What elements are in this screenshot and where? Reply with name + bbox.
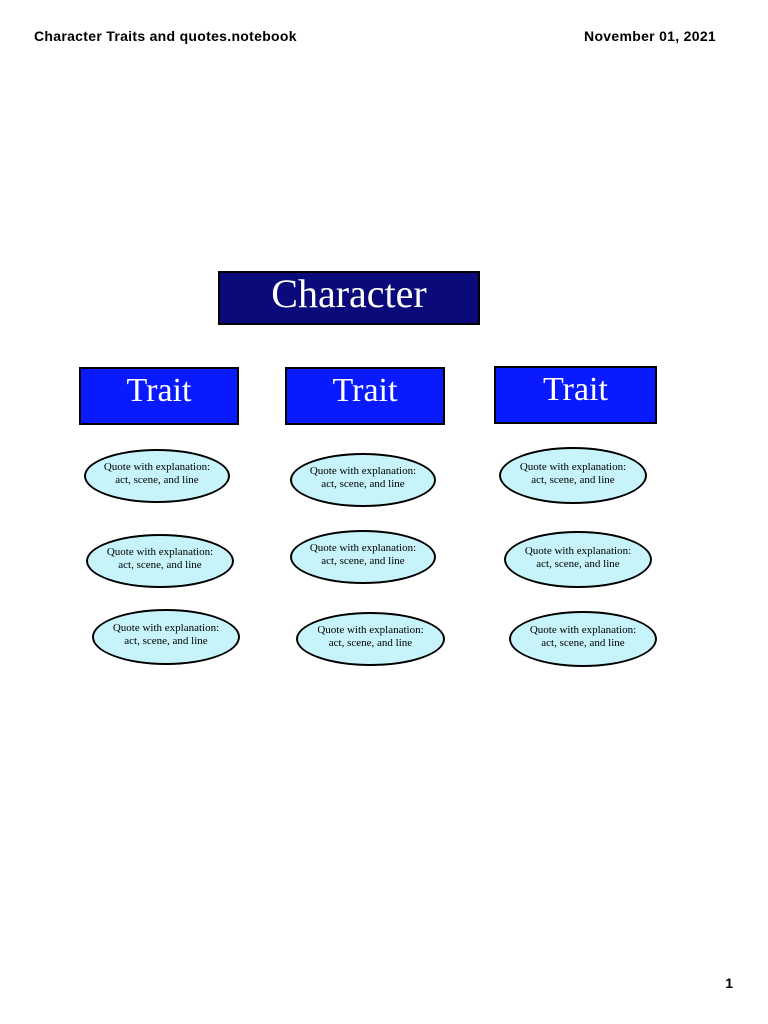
quote-line-1: Quote with explanation: [103, 461, 211, 473]
quote-oval-3-3: Quote with explanation: act, scene, and … [509, 611, 657, 667]
quote-oval-2-3: Quote with explanation: act, scene, and … [296, 612, 445, 666]
character-box: Character [218, 271, 480, 325]
quote-line-1: Quote with explanation: [529, 624, 637, 636]
quote-oval-1-1: Quote with explanation: act, scene, and … [84, 449, 230, 503]
quote-line-1: Quote with explanation: [309, 542, 417, 554]
trait-box-2: Trait [285, 367, 445, 425]
quote-oval-2-2: Quote with explanation: act, scene, and … [290, 530, 436, 584]
quote-line-2: act, scene, and line [321, 478, 405, 490]
quote-line-2: act, scene, and line [321, 555, 405, 567]
document-date: November 01, 2021 [584, 28, 716, 44]
quote-oval-1-3: Quote with explanation: act, scene, and … [92, 609, 240, 665]
quote-line-2: act, scene, and line [124, 635, 208, 647]
quote-line-1: Quote with explanation: [524, 544, 632, 557]
quote-line-1: Quote with explanation: [309, 465, 417, 477]
quote-line-2: act, scene, and line [531, 473, 615, 486]
quote-oval-2-1: Quote with explanation: act, scene, and … [290, 453, 436, 507]
quote-line-2: act, scene, and line [541, 637, 625, 649]
quote-oval-1-2: Quote with explanation: act, scene, and … [86, 534, 234, 588]
quote-oval-3-1: Quote with explanation: act, scene, and … [499, 447, 647, 504]
trait-box-3: Trait [494, 366, 657, 424]
quote-line-1: Quote with explanation: [106, 546, 214, 558]
quote-line-2: act, scene, and line [118, 559, 202, 571]
quote-line-2: act, scene, and line [328, 637, 413, 649]
quote-line-2: act, scene, and line [115, 474, 199, 486]
quote-oval-3-2: Quote with explanation: act, scene, and … [504, 531, 652, 588]
quote-line-1: Quote with explanation: [519, 460, 627, 473]
quote-line-2: act, scene, and line [536, 557, 620, 570]
trait-box-1: Trait [79, 367, 239, 425]
quote-line-1: Quote with explanation: [317, 624, 424, 636]
quote-line-1: Quote with explanation: [112, 622, 220, 634]
page-number: 1 [725, 975, 733, 991]
document-title: Character Traits and quotes.notebook [34, 28, 297, 44]
